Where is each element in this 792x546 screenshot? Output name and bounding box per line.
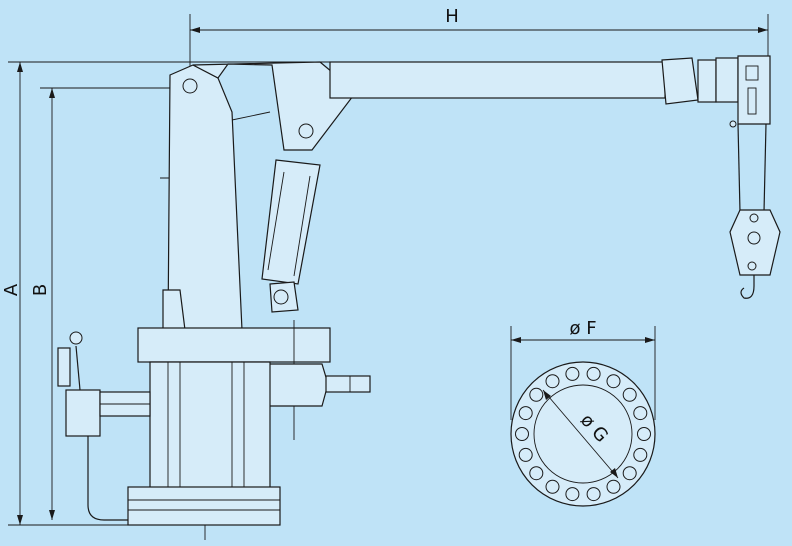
hydraulic-cylinder xyxy=(261,159,321,313)
dim-label-b: B xyxy=(30,284,51,296)
bolt-hole xyxy=(633,447,648,462)
bolt-holes xyxy=(515,366,651,502)
bolt-hole xyxy=(565,487,580,502)
dim-label-h: H xyxy=(445,6,459,27)
bolt-hole xyxy=(622,387,637,402)
hook-assembly xyxy=(729,123,781,299)
bolt-hole xyxy=(637,427,651,441)
dimension-h: H xyxy=(189,6,769,75)
dim-label-f: ø F xyxy=(569,318,596,339)
crane-boom xyxy=(192,55,771,151)
bolt-hole xyxy=(529,466,544,481)
bolt-hole xyxy=(622,466,637,481)
pedestal xyxy=(127,361,281,526)
bolt-hole xyxy=(606,374,621,389)
crane-column xyxy=(162,64,271,331)
bolt-hole xyxy=(586,366,601,381)
dimension-b: B xyxy=(30,87,190,520)
bolt-hole xyxy=(518,406,533,421)
control-valve xyxy=(57,331,151,521)
bolt-hole xyxy=(545,374,560,389)
bolt-hole xyxy=(515,427,529,441)
bolt-hole xyxy=(529,387,544,402)
dimension-f: ø F xyxy=(510,318,656,420)
bolt-hole xyxy=(545,479,560,494)
bolt-hole xyxy=(565,366,580,381)
bolt-hole xyxy=(633,406,648,421)
bolt-hole xyxy=(518,447,533,462)
base-flange xyxy=(510,361,656,507)
bolt-hole xyxy=(606,479,621,494)
dim-label-a: A xyxy=(1,283,22,296)
dimension-a: A xyxy=(1,61,360,526)
bolt-hole xyxy=(586,487,601,502)
slewing-motor xyxy=(265,363,371,407)
